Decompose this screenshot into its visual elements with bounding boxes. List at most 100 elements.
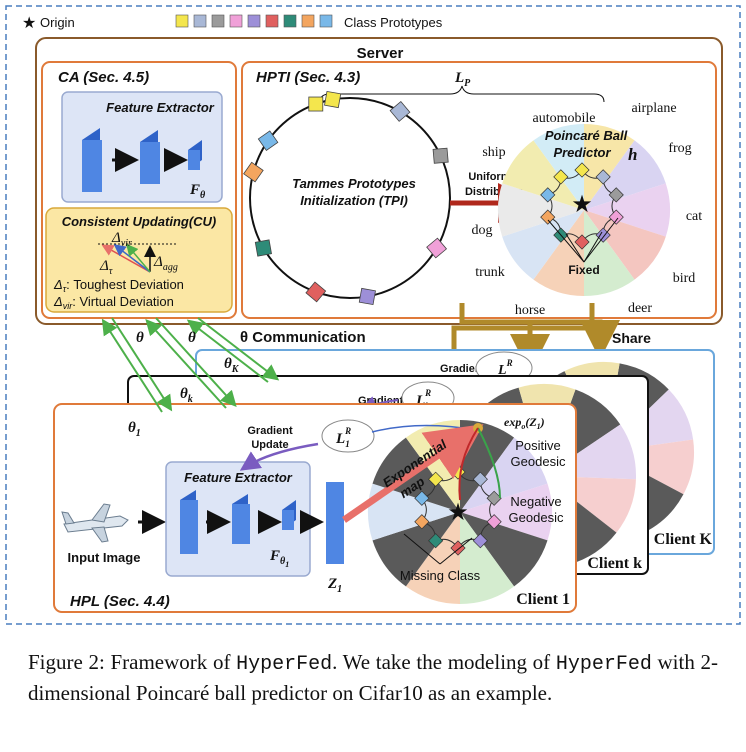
hpti-origin-o: o (579, 199, 585, 211)
theta-k-label: θk (180, 386, 193, 405)
class-airplane: airplane (631, 101, 676, 116)
theta-label-1: θ (136, 330, 144, 346)
class-cat: cat (686, 209, 702, 224)
negative-geodesic-line1: Negative (510, 494, 561, 509)
client-K-label: Client K (654, 531, 713, 548)
hpl-f-theta1: Fθ1 (269, 548, 289, 569)
outer-dashed-frame (5, 5, 741, 625)
airplane-input-icon (61, 503, 129, 543)
class-prototype (574, 234, 590, 250)
wheel-sector (533, 210, 584, 296)
class-prototype (486, 514, 502, 530)
tpi-circle (249, 97, 451, 299)
predictor-label-line2: Predictor (553, 145, 611, 160)
hpti-title: HPTI (Sec. 4.3) (256, 69, 360, 86)
class-automobile: automobile (533, 111, 596, 126)
delta-agg-label: Δagg (153, 254, 178, 273)
lp-label: LP (454, 70, 471, 89)
communication-arrows (101, 317, 280, 413)
negative-geodesic-line2: Geodesic (509, 510, 564, 525)
wheel-sector (584, 124, 635, 210)
hpti-origin-star-icon: ★ (571, 191, 593, 218)
theta-label-2: θ (188, 330, 196, 346)
hpl-network-blocks (180, 490, 324, 554)
wheel-sector (502, 210, 584, 280)
class-horse: horse (515, 303, 545, 318)
wheel-sector (584, 183, 670, 237)
class-prototype (450, 540, 466, 556)
ca-network-blocks (82, 128, 202, 192)
tpi-prototype (426, 237, 448, 259)
wheel-sector (584, 210, 635, 296)
class-prototype (574, 162, 590, 178)
figure-caption: Figure 2: Framework of HyperFed. We take… (28, 650, 719, 705)
wheel-sector (502, 140, 584, 210)
poincare-ball-prototypes (540, 162, 624, 250)
gradient-update-line1: Gradient (247, 425, 293, 437)
tpi-prototype (389, 100, 411, 122)
ca-f-theta: Fθ (189, 182, 206, 201)
client-1-prototypes (414, 464, 502, 556)
legend: ★ Origin Class Prototypes (22, 14, 443, 32)
client-1-label: Client 1 (516, 591, 570, 608)
wheel-sector (368, 483, 460, 541)
negative-geodesic-path (458, 427, 479, 501)
class-prototype (595, 227, 611, 243)
fixed-label: Fixed (568, 263, 599, 277)
wheel-sector (460, 512, 515, 604)
class-prototype (414, 514, 430, 530)
legend-swatch (247, 14, 261, 28)
wheel-sector (498, 183, 584, 237)
server-box (35, 37, 723, 325)
positive-geodesic-line1: Positive (515, 438, 561, 453)
class-frog: frog (668, 141, 691, 156)
missing-class-lines (403, 533, 473, 565)
class-trunk: trunk (475, 265, 505, 280)
predictor-label-line1: Poincaré Ball (545, 128, 628, 143)
legend-swatch (283, 14, 297, 28)
z1-embedding-bar (326, 482, 344, 564)
legend-swatch (175, 14, 189, 28)
legend-swatch (193, 14, 207, 28)
class-deer: deer (628, 301, 652, 316)
origin-star-icon: ★ (22, 15, 36, 32)
legend-swatch (319, 14, 333, 28)
tpi-prototype (305, 281, 327, 303)
legend-swatch (301, 14, 315, 28)
l1-loss-bubble (321, 419, 375, 453)
client-1-origin-star-icon: ★ (447, 499, 469, 526)
tpi-prototype (358, 287, 376, 306)
class-prototype (428, 533, 444, 549)
legend-swatch (211, 14, 225, 28)
gradient-update-arrow (239, 442, 319, 471)
positive-geodesic-line2: Geodesic (511, 454, 566, 469)
class-prototype (608, 209, 624, 225)
framework-diagram: ★ Origin Class Prototypes Server CA (Sec… (5, 5, 741, 625)
toughest-deviation-legend: Δτ: Toughest Deviation (53, 277, 184, 294)
class-prototype (540, 187, 556, 203)
client-k-label: Client k (587, 555, 642, 572)
z1-label: Z1 (327, 576, 342, 595)
tpi-label-line2: Initialization (TPI) (300, 193, 408, 208)
class-dog: dog (472, 223, 493, 238)
legend-swatch (265, 14, 279, 28)
ca-title: CA (Sec. 4.5) (58, 69, 149, 86)
tpi-prototype (324, 90, 342, 109)
class-ship: ship (482, 145, 505, 160)
cu-deviation-diagram (98, 243, 176, 273)
hpl-title: HPL (Sec. 4.4) (70, 593, 170, 610)
hpl-feature-extractor-label: Feature Extractor (184, 470, 293, 485)
tpi-prototype (243, 161, 264, 183)
theta-1-label: θ1 (128, 420, 141, 439)
theta-K-label: θK (224, 356, 240, 375)
input-image-label: Input Image (68, 550, 141, 565)
class-prototype (608, 187, 624, 203)
tpi-prototype (254, 239, 272, 257)
class-prototype (486, 490, 502, 506)
class-prototype (553, 169, 569, 185)
delta-vir-label: Δvir (111, 230, 132, 249)
wheel-sector (460, 437, 548, 512)
theta-communication-label: θ Communication (240, 329, 366, 346)
wheel-sector (533, 124, 584, 210)
lp-brace (319, 85, 605, 103)
